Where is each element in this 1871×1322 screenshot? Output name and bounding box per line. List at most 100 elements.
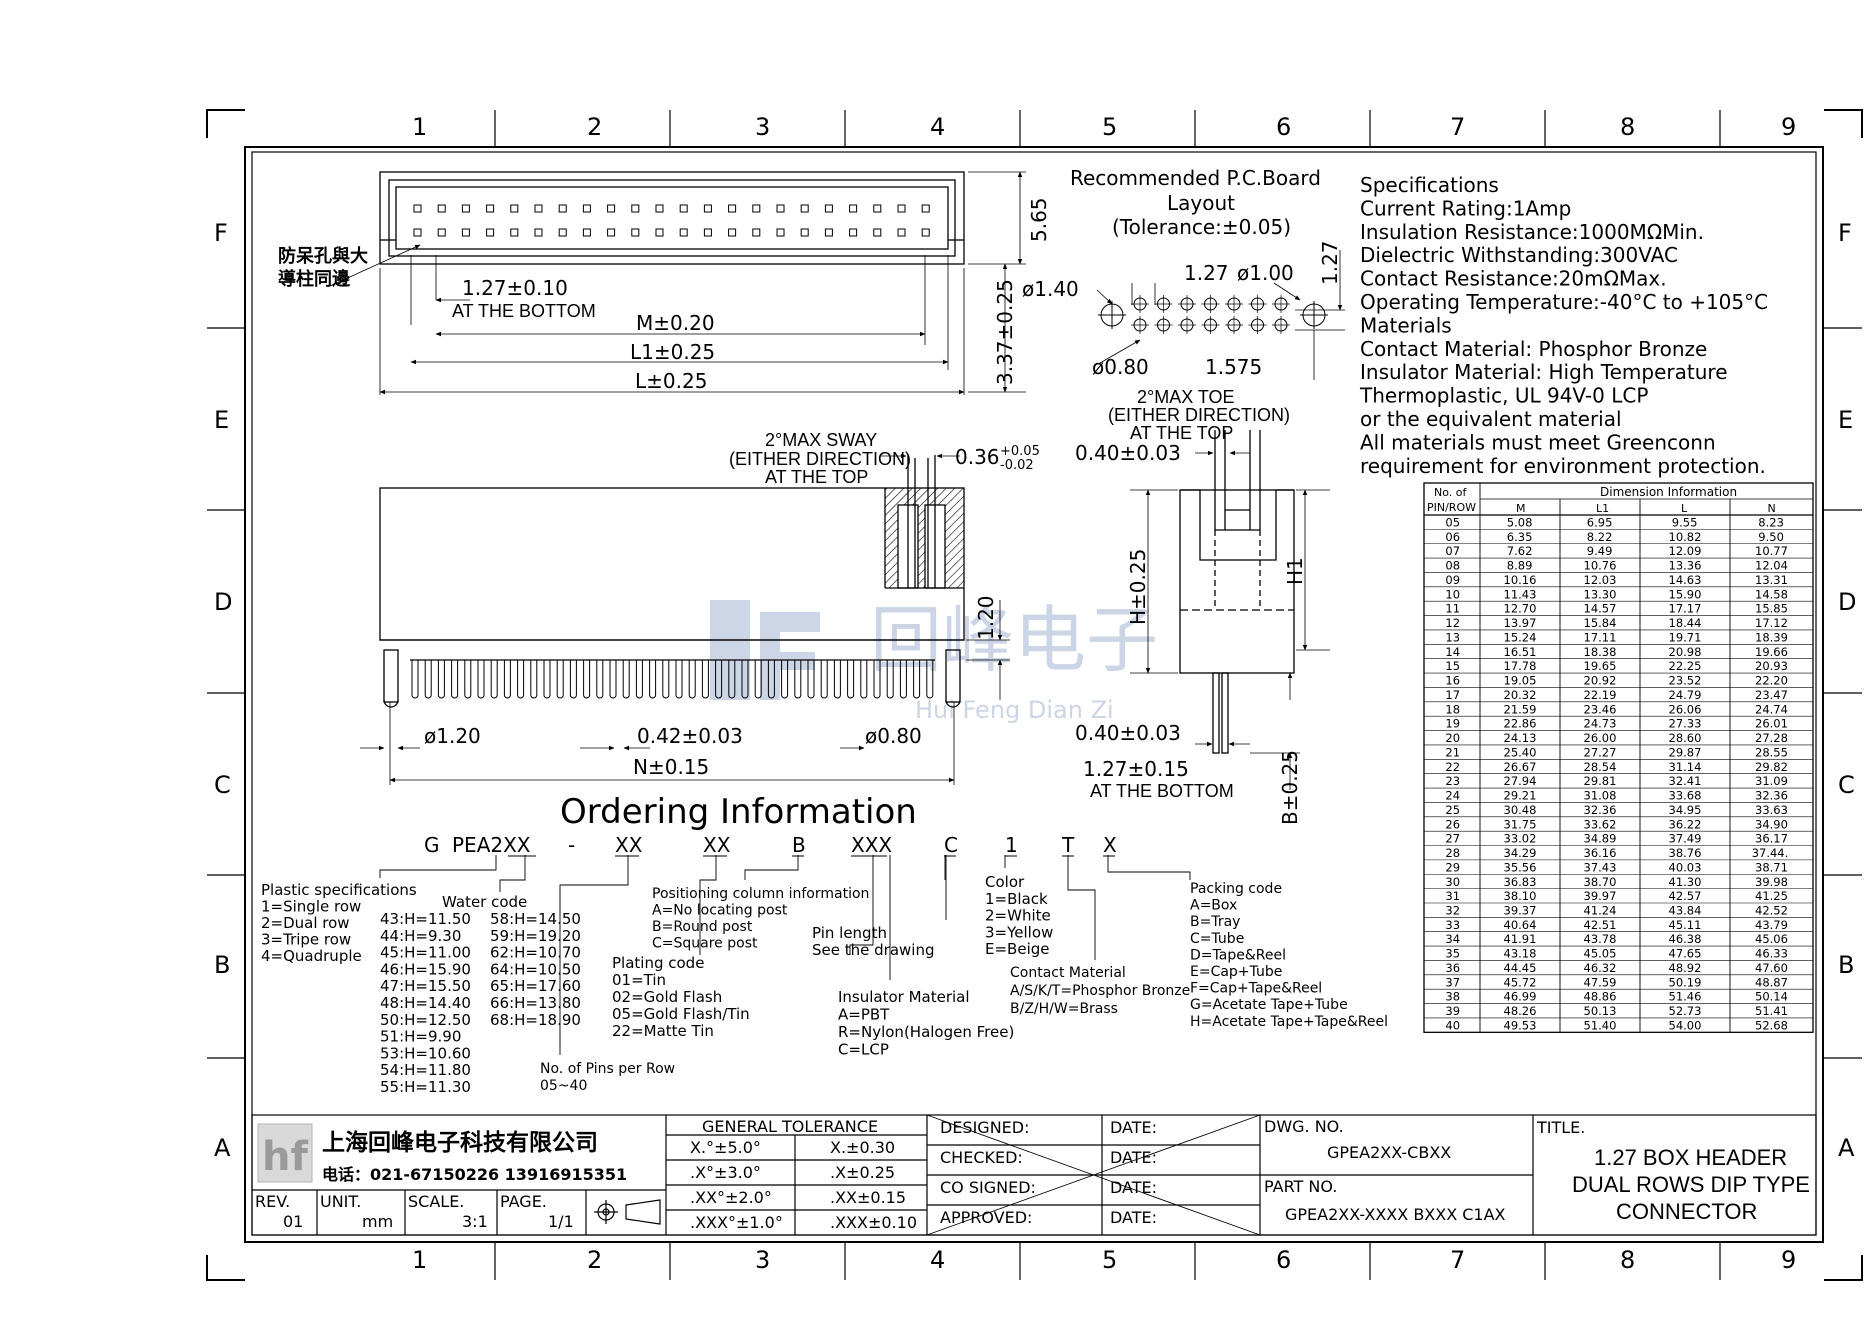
table-cell-28-0: 33 <box>1445 918 1460 932</box>
side-h1: H1 <box>1283 557 1307 585</box>
table-cell-34-2: 50.13 <box>1584 1004 1617 1018</box>
company-name: 上海回峰电子科技有限公司 <box>322 1129 598 1156</box>
table-cell-27-4: 42.52 <box>1755 903 1788 917</box>
date-3: DATE: <box>1110 1208 1157 1227</box>
pcb-title-2: Layout <box>1167 191 1235 215</box>
table-cell-24-0: 29 <box>1445 860 1460 874</box>
grid-col-top-6: 6 <box>1276 113 1291 141</box>
grid-col-top-9: 9 <box>1781 113 1796 141</box>
table-cell-22-1: 33.02 <box>1504 832 1537 846</box>
table-cell-23-1: 34.29 <box>1504 846 1537 860</box>
table-cell-29-2: 43.78 <box>1584 932 1617 946</box>
grid-col-top-8: 8 <box>1620 113 1635 141</box>
table-cell-3-4: 12.04 <box>1755 559 1788 573</box>
order-positioning-1: A=No locating post <box>652 903 788 919</box>
grid-col-bottom-6: 6 <box>1276 1246 1291 1274</box>
table-cell-21-4: 34.90 <box>1755 817 1788 831</box>
table-cell-6-0: 11 <box>1445 602 1460 616</box>
unit-value: mm <box>362 1212 393 1231</box>
grid-col-top-3: 3 <box>755 113 770 141</box>
order-water-right-5: 66:H=13.80 <box>490 994 581 1012</box>
grid-row-right-B: B <box>1838 951 1854 979</box>
table-cell-25-3: 41.30 <box>1669 875 1702 889</box>
table-cell-7-2: 15.84 <box>1584 616 1617 630</box>
table-cell-20-4: 33.63 <box>1755 803 1788 817</box>
grid-col-top-2: 2 <box>587 113 602 141</box>
table-cell-18-4: 31.09 <box>1755 774 1788 788</box>
table-cell-4-4: 13.31 <box>1755 573 1788 587</box>
pcb-140: ø1.40 <box>1022 277 1079 301</box>
order-water-left-3: 46:H=15.90 <box>380 960 471 978</box>
order-plastic-2: 2=Dual row <box>261 914 350 932</box>
table-cell-10-4: 20.93 <box>1755 659 1788 673</box>
rev-value: 01 <box>283 1212 303 1231</box>
table-cell-26-3: 42.57 <box>1669 889 1702 903</box>
table-cell-16-4: 28.55 <box>1755 745 1788 759</box>
table-cell-32-1: 45.72 <box>1504 975 1537 989</box>
table-cell-6-1: 12.70 <box>1504 602 1537 616</box>
table-cell-24-1: 35.56 <box>1504 860 1537 874</box>
tol-angle-3: .XXX°±1.0° <box>690 1213 783 1232</box>
grid-row-left-C: C <box>214 771 231 799</box>
order-water-right-1: 59:H=19.20 <box>490 927 581 945</box>
title-line-0: 1.27 BOX HEADER <box>1594 1145 1787 1170</box>
top-view-labels: 防呆孔與大 導柱同邊 1.27±0.10 AT THE BOTTOM M±0.2… <box>278 197 1051 393</box>
table-cell-15-0: 20 <box>1445 731 1460 745</box>
side-view-labels: 2°MAX TOE (EITHER DIRECTION) AT THE TOP … <box>1075 387 1307 825</box>
side-h: H±0.25 <box>1126 549 1150 625</box>
table-cell-11-0: 16 <box>1445 674 1460 688</box>
table-cell-35-3: 54.00 <box>1669 1018 1702 1032</box>
pitch-dim: 1.27±0.10 <box>462 276 568 300</box>
order-packing-0: Packing code <box>1190 881 1282 897</box>
watermark: 回峰电子 Hui Feng Dian Zi <box>710 598 1158 724</box>
order-pinlen-0: Pin length <box>812 924 887 942</box>
table-cell-1-3: 10.82 <box>1669 530 1702 544</box>
side-view <box>1130 430 1330 790</box>
table-cell-6-4: 15.85 <box>1755 602 1788 616</box>
table-cell-4-0: 09 <box>1445 573 1460 587</box>
table-cell-16-3: 29.87 <box>1669 745 1702 759</box>
table-cell-20-3: 34.95 <box>1669 803 1702 817</box>
company-phone: 电话：021-67150226 13916915351 <box>322 1165 627 1184</box>
table-cell-8-3: 19.71 <box>1669 630 1702 644</box>
side-127: 1.27±0.15 <box>1083 757 1189 781</box>
table-cell-30-4: 46.33 <box>1755 947 1788 961</box>
table-cell-22-2: 34.89 <box>1584 832 1617 846</box>
table-cell-0-1: 5.08 <box>1507 516 1533 530</box>
order-packing-4: D=Tape&Reel <box>1190 947 1286 963</box>
table-cell-15-4: 27.28 <box>1755 731 1788 745</box>
table-cell-8-2: 17.11 <box>1584 630 1617 644</box>
table-cell-3-2: 10.76 <box>1584 559 1617 573</box>
order-water-left-4: 47:H=15.50 <box>380 977 471 995</box>
tol-linear-1: .X±0.25 <box>830 1163 895 1182</box>
dim-042: 0.42±0.03 <box>637 724 743 748</box>
table-cell-17-1: 26.67 <box>1504 760 1537 774</box>
dim-036-tol-up: +0.05 <box>1000 444 1040 459</box>
order-packing-7: G=Acetate Tape+Tube <box>1190 997 1348 1013</box>
table-cell-5-3: 15.90 <box>1669 587 1702 601</box>
order-plating-0: Plating code <box>612 954 704 972</box>
table-cell-2-4: 10.77 <box>1755 544 1788 558</box>
table-cell-12-3: 24.79 <box>1669 688 1702 702</box>
tol-angle-2: .XX°±2.0° <box>690 1188 772 1207</box>
table-cell-26-4: 41.25 <box>1755 889 1788 903</box>
table-head-2: PIN/ROW <box>1427 501 1476 514</box>
grid-col-top-5: 5 <box>1102 113 1117 141</box>
order-water-left-5: 48:H=14.40 <box>380 994 471 1012</box>
title-line-2: CONNECTOR <box>1616 1199 1757 1224</box>
tol-angle-1: .X°±3.0° <box>690 1163 761 1182</box>
table-cell-31-0: 36 <box>1445 961 1460 975</box>
table-cell-25-2: 38.70 <box>1584 875 1617 889</box>
order-packing-1: A=Box <box>1190 898 1237 914</box>
order-code-part-3: XX <box>615 833 643 857</box>
table-cell-34-4: 51.41 <box>1755 1004 1788 1018</box>
grid-col-bottom-3: 3 <box>755 1246 770 1274</box>
table-cell-6-3: 17.17 <box>1669 602 1702 616</box>
order-water-left-1: 44:H=9.30 <box>380 927 461 945</box>
dwg-no: GPEA2XX-CBXX <box>1327 1143 1451 1162</box>
table-cell-1-0: 06 <box>1445 530 1460 544</box>
table-cell-19-1: 29.21 <box>1504 789 1537 803</box>
title-label: TITLE. <box>1536 1118 1585 1137</box>
watermark-en: Hui Feng Dian Zi <box>915 696 1114 724</box>
